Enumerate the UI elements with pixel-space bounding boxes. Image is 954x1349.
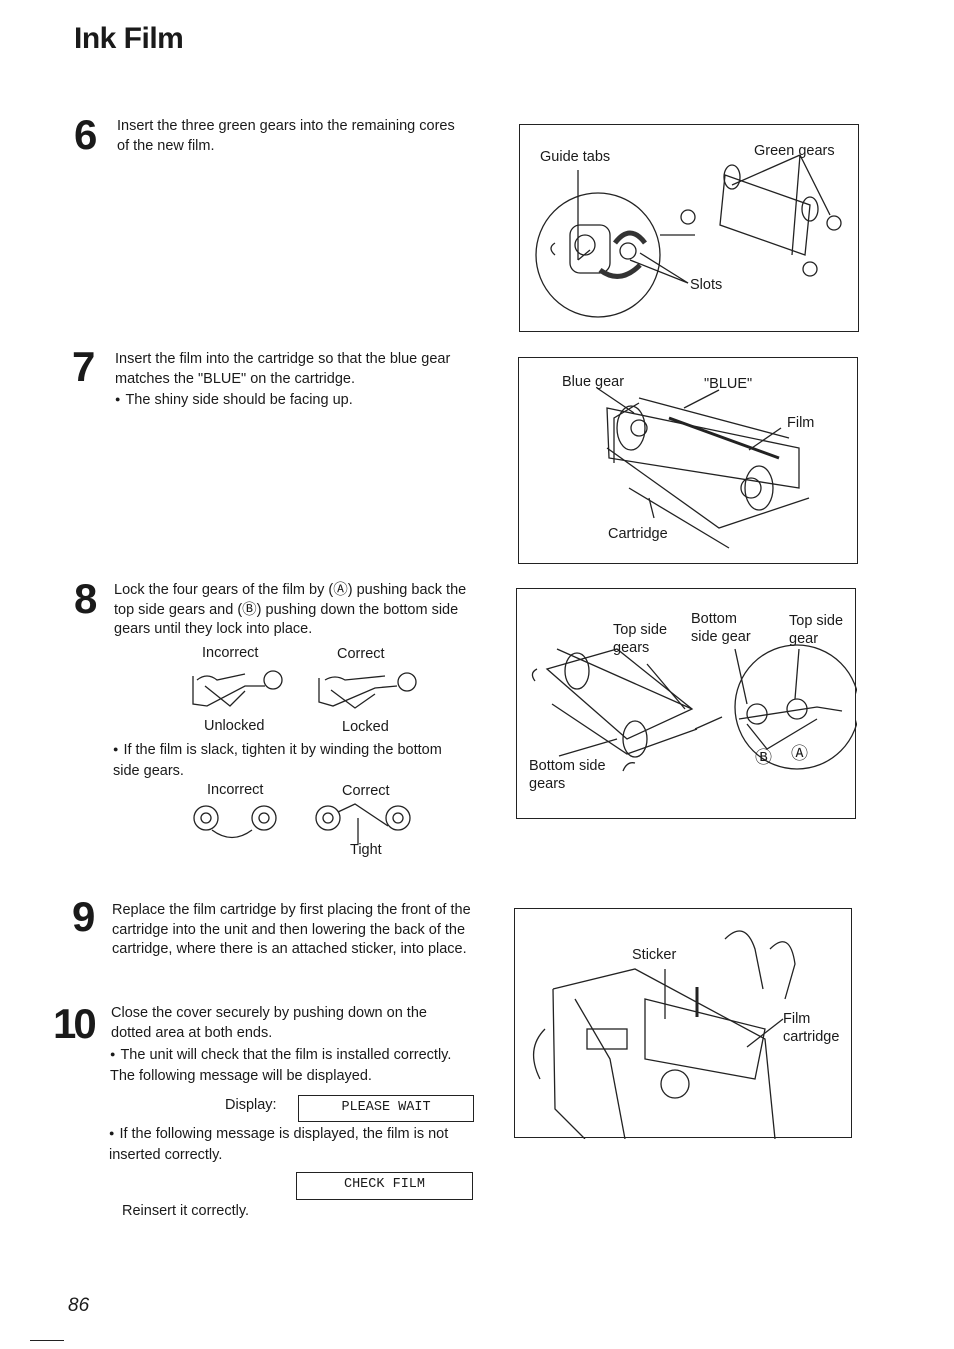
figure-step-9: Sticker Film cartridge [514,908,852,1139]
green-gears-illustration [535,154,842,318]
film-cartridge-label: Film cartridge [783,1011,840,1045]
step-10-bullet-2: If the following message is displayed, t… [109,1125,479,1165]
locked-caption: Locked [342,719,389,735]
fax-machine-illustration [533,930,796,1139]
guide-tabs-label: Guide tabs [540,149,611,165]
step-10-bullet-1: The unit will check that the film is ins… [110,1046,480,1086]
figure-step-7: Blue gear "BLUE" Film Cartridge [518,357,858,564]
correct-caption-2: Correct [342,783,390,799]
step-8-bullet: If the film is slack, tighten it by wind… [113,741,443,781]
sticker-label: Sticker [632,947,677,963]
reinsert-text: Reinsert it correctly. [122,1203,250,1219]
gears-closeup-illustration [531,644,857,772]
step-number-6: 6 [74,111,97,158]
step-number-10: 10 [53,1000,97,1047]
top-side-gears-label: Top side gears [613,622,668,656]
step-6-text: Insert the three green gears into the re… [117,118,455,154]
top-side-gear-label: Top side gear [789,613,844,647]
display-please-wait: PLEASE WAIT [298,1095,474,1122]
step-7-text: Insert the film into the cartridge so th… [115,351,451,387]
green-gears-label: Green gears [754,143,835,159]
lock-gears-illustration [192,670,417,709]
blue-gear-label: Blue gear [562,374,625,390]
slots-label: Slots [690,277,723,293]
page-title: Ink Film [74,22,184,55]
correct-caption-1: Correct [337,646,385,662]
film-tension-illustration [193,803,411,844]
mark-a-label: Ⓐ [791,744,808,763]
figure-step-6: Guide tabs Green gears Slots [519,124,859,332]
step-number-8: 8 [74,575,97,622]
footer-rule [30,1340,64,1341]
blue-marking-label: "BLUE" [704,376,753,392]
incorrect-caption-1: Incorrect [202,645,259,661]
film-label: Film [787,415,815,431]
display-check-film: CHECK FILM [296,1172,473,1200]
page-number: 86 [68,1295,90,1316]
display-label: Display: [225,1097,277,1113]
cartridge-label: Cartridge [608,526,668,542]
bottom-side-gears-label: Bottom side gears [529,758,606,792]
unlocked-caption: Unlocked [204,718,265,734]
step-number-7: 7 [72,343,95,390]
step-10-text: Close the cover securely by pushing down… [111,1005,427,1041]
bottom-side-gear-label: Bottom side gear [691,611,751,645]
mark-b-label: Ⓑ [755,748,772,767]
tight-caption: Tight [350,842,382,858]
step-8-text: Lock the four gears of the film by (Ⓐ) p… [114,582,467,637]
step-9-text: Replace the film cartridge by first plac… [112,902,471,957]
step-7-bullet: The shiny side should be facing up. [115,391,465,412]
incorrect-caption-2: Incorrect [207,782,264,798]
figure-step-8: Top side gears Bottom side gear Top side… [516,588,857,819]
step-number-9: 9 [72,893,95,940]
cartridge-illustration [596,387,810,549]
